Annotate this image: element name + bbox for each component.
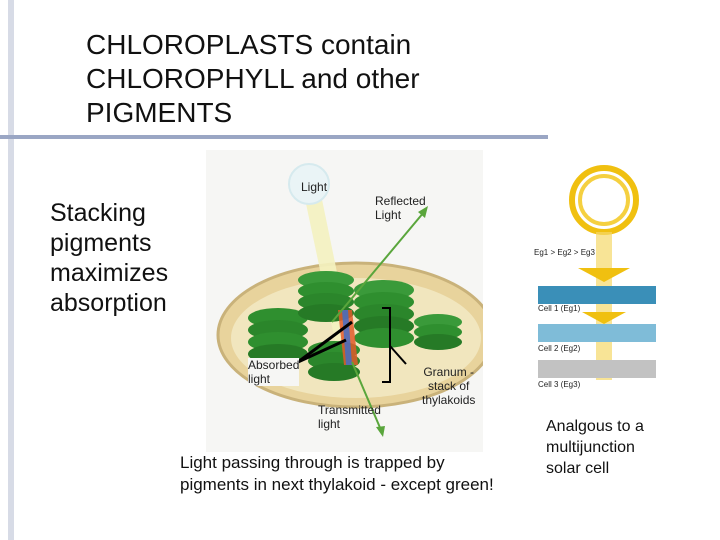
diagram-caption: Light passing through is trapped by pigm… [180, 453, 494, 494]
transmitted-arrow-line [351, 361, 382, 431]
cell3-label: Cell 3 (Eg3) [538, 380, 581, 389]
cell2-light-funnel [582, 312, 626, 324]
chloroplast-diagram: Light Reflected Light Absorbed light Tra… [206, 150, 496, 452]
slide-title: CHLOROPLASTS contain CHLOROPHYLL and oth… [86, 29, 420, 128]
cell2-layer [538, 324, 656, 342]
light-label: Light [301, 180, 328, 194]
transmitted-arrowhead [376, 426, 385, 437]
reflected-light-label: Reflected Light [375, 194, 426, 222]
cell1-label: Cell 1 (Eg1) [538, 304, 581, 313]
cell1-light-funnel [578, 268, 630, 282]
absorbed-pointer-lower [297, 338, 347, 364]
granum-stack-3 [354, 280, 414, 348]
granum-bracket [382, 307, 391, 383]
granum-bracket-pointer [389, 345, 407, 365]
cell3-layer [538, 360, 656, 378]
granum-stack-4 [414, 314, 462, 350]
multijunction-cell-figure: Eg1 > Eg2 > Eg3 Cell 1 (Eg1) Cell 2 (Eg2… [528, 162, 660, 400]
reflected-arrow-line [331, 211, 425, 323]
cell-caption: Analgous to a multijunction solar cell [546, 418, 644, 477]
light-source-glow [288, 163, 330, 205]
granum-stack-1 [248, 308, 308, 364]
side-text: Stacking pigments maximizes absorption [50, 199, 169, 317]
multijunction-cell-illustration [538, 165, 656, 380]
title-underline [0, 135, 548, 139]
absorbed-pointer-upper [297, 320, 353, 364]
cell1-layer [538, 286, 656, 304]
transmitted-light-label: Transmitted light [318, 403, 381, 431]
granum-label: Granum - stack of thylakoids [422, 365, 476, 407]
sun-ring-inner [578, 174, 630, 226]
bandgap-label: Eg1 > Eg2 > Eg3 [534, 248, 595, 257]
left-border-bar [8, 0, 14, 540]
light-column [596, 232, 612, 380]
reflected-arrowhead [418, 206, 428, 218]
absorbed-spectrum-blue [342, 310, 352, 365]
absorbed-light-label: Absorbed light [248, 358, 300, 386]
cell2-label: Cell 2 (Eg2) [538, 344, 581, 353]
